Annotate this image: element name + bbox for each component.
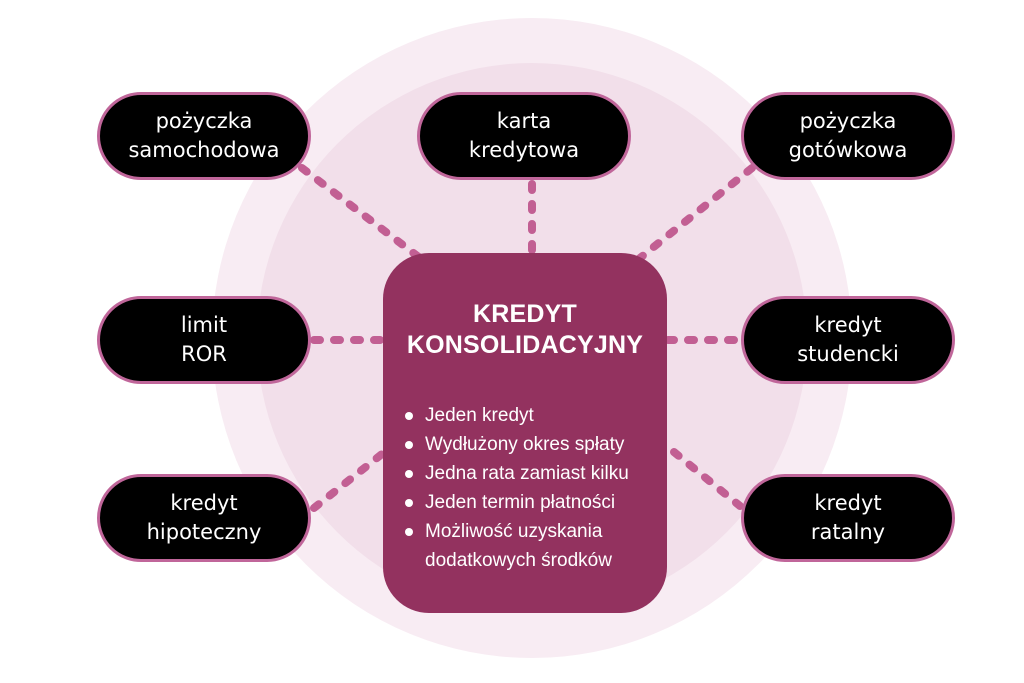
connector-bottom-left [310,450,386,512]
bullet-icon [405,528,413,536]
feature-text-line2: dodatkowych środków [425,550,612,571]
connector-top-left [298,164,424,262]
node-limit-ror: limit ROR [97,296,311,384]
center-box-kredyt-konsolidacyjny: KREDYT KONSOLIDACYJNY Jeden kredyt Wydłu… [383,253,667,613]
bullet-icon [405,412,413,420]
center-title: KREDYT KONSOLIDACYJNY [383,299,667,361]
feature-item: Jeden termin płatności [405,488,657,517]
feature-item: Wydłużony okres spłaty [405,430,657,459]
center-title-line1: KREDYT [473,300,577,328]
connector-top-right [636,164,756,262]
feature-item: Możliwość uzyskania dodatkowych środków [405,517,657,575]
feature-text: Wydłużony okres spłaty [425,434,625,455]
feature-list: Jeden kredyt Wydłużony okres spłaty Jedn… [405,401,657,575]
node-karta-kredytowa: karta kredytowa [417,92,631,180]
node-label-line1: kredyt [814,313,882,337]
node-label-line2: samochodowa [128,138,280,162]
node-label-line2: studencki [797,342,899,366]
bullet-icon [405,441,413,449]
node-label-line1: pożyczka [799,109,897,133]
feature-text: Jeden kredyt [425,405,534,426]
feature-item: Jedna rata zamiast kilku [405,459,657,488]
bullet-icon [405,499,413,507]
feature-text: Jedna rata zamiast kilku [425,463,629,484]
node-label-line1: karta [496,109,552,133]
node-label-line1: kredyt [814,491,882,515]
node-kredyt-studencki: kredyt studencki [741,296,955,384]
feature-item: Jeden kredyt [405,401,657,430]
node-label-line2: gotówkowa [788,138,908,162]
center-title-line2: KONSOLIDACYJNY [406,331,644,359]
node-pozyczka-gotowkowa: pożyczka gotówkowa [741,92,955,180]
connector-bottom-right [670,448,744,510]
node-label-line2: hipoteczny [146,520,262,544]
node-pozyczka-samochodowa: pożyczka samochodowa [97,92,311,180]
node-kredyt-hipoteczny: kredyt hipoteczny [97,474,311,562]
node-label-line2: ratalny [810,520,886,544]
node-label-line1: limit [180,313,228,337]
node-kredyt-ratalny: kredyt ratalny [741,474,955,562]
node-label-line1: kredyt [170,491,238,515]
bullet-icon [405,470,413,478]
feature-text-line1: Możliwość uzyskania [425,521,603,542]
node-label-line1: pożyczka [155,109,253,133]
node-label-line2: kredytowa [468,138,580,162]
feature-text: Jeden termin płatności [425,492,616,513]
node-label-line2: ROR [181,342,227,366]
